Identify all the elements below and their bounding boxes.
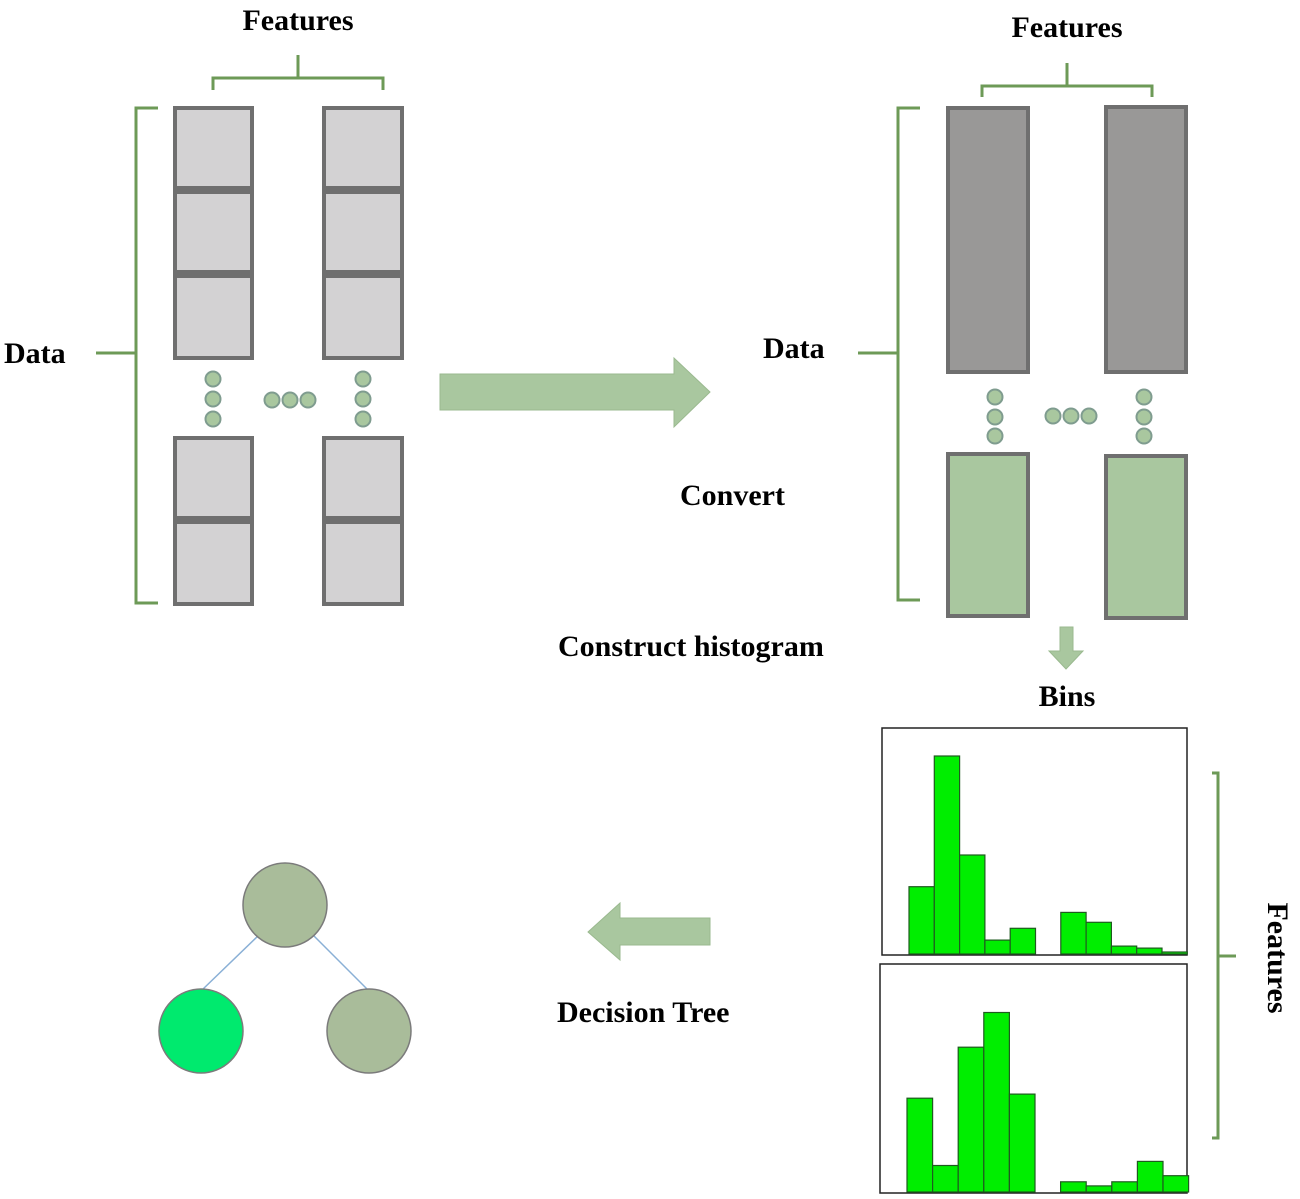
histogram-bar (1059, 1181, 1087, 1193)
histogram-bar (958, 854, 986, 955)
construct-histogram-arrow: Construct histogram Bins (558, 626, 1096, 713)
histogram-bar (1085, 921, 1112, 955)
histogram-bar (1162, 1175, 1190, 1193)
histogram-bar (1008, 1093, 1036, 1193)
histogram-2-bars (906, 1011, 1190, 1193)
tree-edge-left (201, 933, 261, 991)
data-brace-right (858, 106, 920, 602)
histogram-bar (931, 1164, 959, 1193)
histogram-bar (1111, 1181, 1139, 1193)
histogram-bar (983, 1011, 1010, 1193)
histogram-panels: Features (879, 727, 1294, 1194)
features-label-left: Features (242, 4, 353, 37)
data-cell (1104, 105, 1188, 374)
features-brace-left (211, 55, 385, 90)
data-cell (322, 190, 404, 274)
histogram-bar (1161, 951, 1188, 955)
histogram-bar (1060, 911, 1087, 955)
data-label-right: Data (763, 332, 825, 365)
convert-label: Convert (680, 479, 785, 512)
data-brace-left (96, 106, 158, 605)
bins-label: Bins (1039, 680, 1096, 713)
histogram-bar (1136, 947, 1163, 955)
data-cell (173, 436, 254, 520)
histogram-1-bars (908, 755, 1188, 955)
decision-tree (158, 862, 412, 1074)
data-cell (322, 436, 404, 520)
features-label-vertical: Features (1261, 902, 1294, 1013)
feature-column-2 (322, 106, 404, 606)
histogram-bar (1009, 927, 1037, 955)
data-cell (322, 520, 404, 606)
histogram-bar (908, 886, 935, 955)
histogram-bar (1085, 1185, 1113, 1193)
ellipsis-dots-right (986, 388, 1153, 445)
data-cell (173, 274, 254, 360)
tree-edge-right (311, 933, 369, 991)
histogram-bar (984, 939, 1011, 955)
data-cell (173, 520, 254, 606)
feature-column-1 (173, 106, 254, 606)
data-cell (173, 106, 254, 190)
features-label-right: Features (1011, 11, 1122, 44)
green-column-blocks (946, 452, 1188, 620)
tree-right-leaf-node (326, 988, 412, 1074)
data-cell (946, 452, 1030, 618)
data-cell (322, 106, 404, 190)
convert-arrow: Convert (439, 356, 785, 512)
tree-left-leaf-node (158, 988, 244, 1074)
decision-tree-arrow: Decision Tree (557, 901, 729, 1029)
histogram-bar (906, 1097, 934, 1193)
histogram-bar (957, 1046, 985, 1193)
data-label-left: Data (4, 337, 66, 370)
construct-histogram-label: Construct histogram (558, 630, 824, 663)
decision-tree-label: Decision Tree (557, 996, 729, 1029)
features-brace-histograms (1212, 771, 1236, 1140)
binned-data-matrix: Features Data (763, 11, 1188, 620)
dark-column-blocks (946, 105, 1188, 374)
histogram-bar (1136, 1160, 1164, 1193)
features-brace-right (980, 63, 1154, 97)
data-cell (322, 274, 404, 360)
data-cell (946, 106, 1030, 374)
histogram-bar (933, 755, 961, 955)
data-cell (1104, 454, 1188, 620)
histogram-bar (1110, 945, 1138, 955)
data-cell (173, 190, 254, 274)
ellipsis-dots-left (204, 370, 372, 428)
raw-data-matrix: Features Data (4, 4, 404, 606)
tree-root-node (242, 862, 328, 948)
